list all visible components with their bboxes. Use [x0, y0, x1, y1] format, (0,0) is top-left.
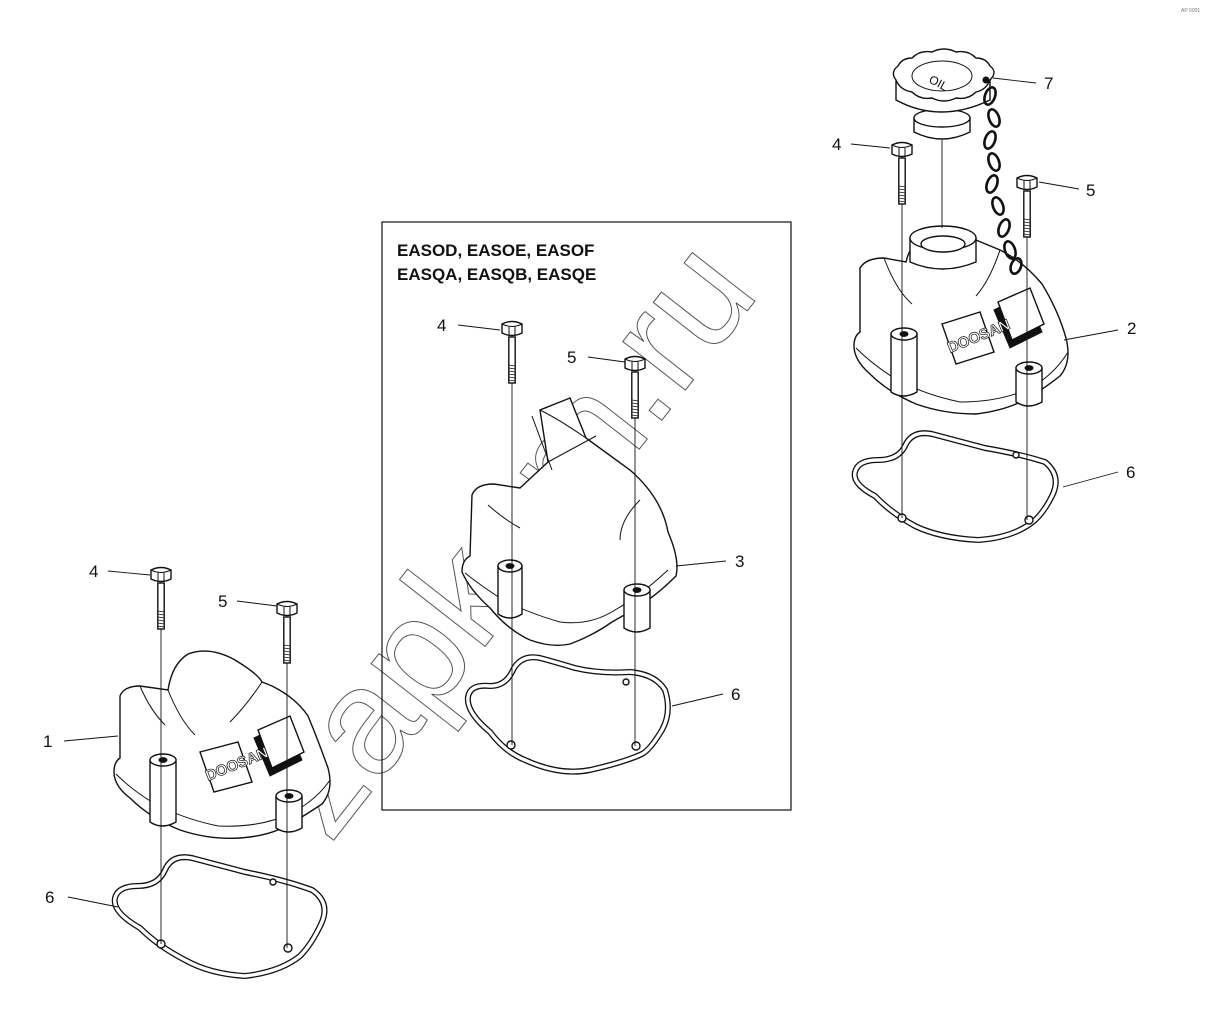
corner-mark: АР 0001: [1181, 8, 1200, 14]
variant-label-line2: EASQA, EASQB, EASQE: [397, 265, 596, 284]
right-assembly: DOOSAN OIL: [832, 48, 1136, 543]
left-callout-gasket-6: 6: [45, 888, 54, 907]
right-cover: DOOSAN: [853, 225, 1069, 415]
middle-assembly: 4 5 3 6: [437, 316, 744, 775]
left-bolt-4: [150, 566, 172, 630]
middle-callout-bolt-4: 4: [437, 316, 446, 335]
left-gasket: [111, 854, 328, 979]
right-cap-chain: [983, 86, 1023, 276]
middle-bolt-4: [501, 320, 523, 384]
variant-frame: EASOD, EASOE, EASOF EASQA, EASQB, EASQE: [381, 221, 792, 811]
right-gasket: [851, 430, 1059, 543]
right-callout-bolt-4: 4: [832, 135, 841, 154]
variant-label-line1: EASOD, EASOE, EASOF: [397, 241, 594, 260]
left-assembly: DOOSAN 4 5 1 6: [43, 562, 331, 979]
right-brand-badge: DOOSAN: [941, 287, 1045, 365]
middle-callout-cover-3: 3: [735, 552, 744, 571]
right-callout-cover-2: 2: [1127, 319, 1136, 338]
left-callout-cover-1: 1: [43, 732, 52, 751]
right-bolt-5: [1016, 174, 1038, 238]
right-callout-bolt-5: 5: [1086, 181, 1095, 200]
left-callout-bolt-5: 5: [218, 592, 227, 611]
left-bolt-5: [276, 600, 298, 664]
right-oil-cap: OIL: [892, 48, 995, 140]
right-callout-gasket-6: 6: [1126, 463, 1135, 482]
middle-callout-bolt-5: 5: [567, 348, 576, 367]
left-callout-bolt-4: 4: [89, 562, 98, 581]
middle-callout-gasket-6: 6: [731, 685, 740, 704]
middle-cover: [461, 397, 678, 647]
left-cover: DOOSAN: [113, 650, 331, 840]
right-bolt-4: [891, 141, 913, 205]
right-callout-cap-7: 7: [1044, 74, 1053, 93]
